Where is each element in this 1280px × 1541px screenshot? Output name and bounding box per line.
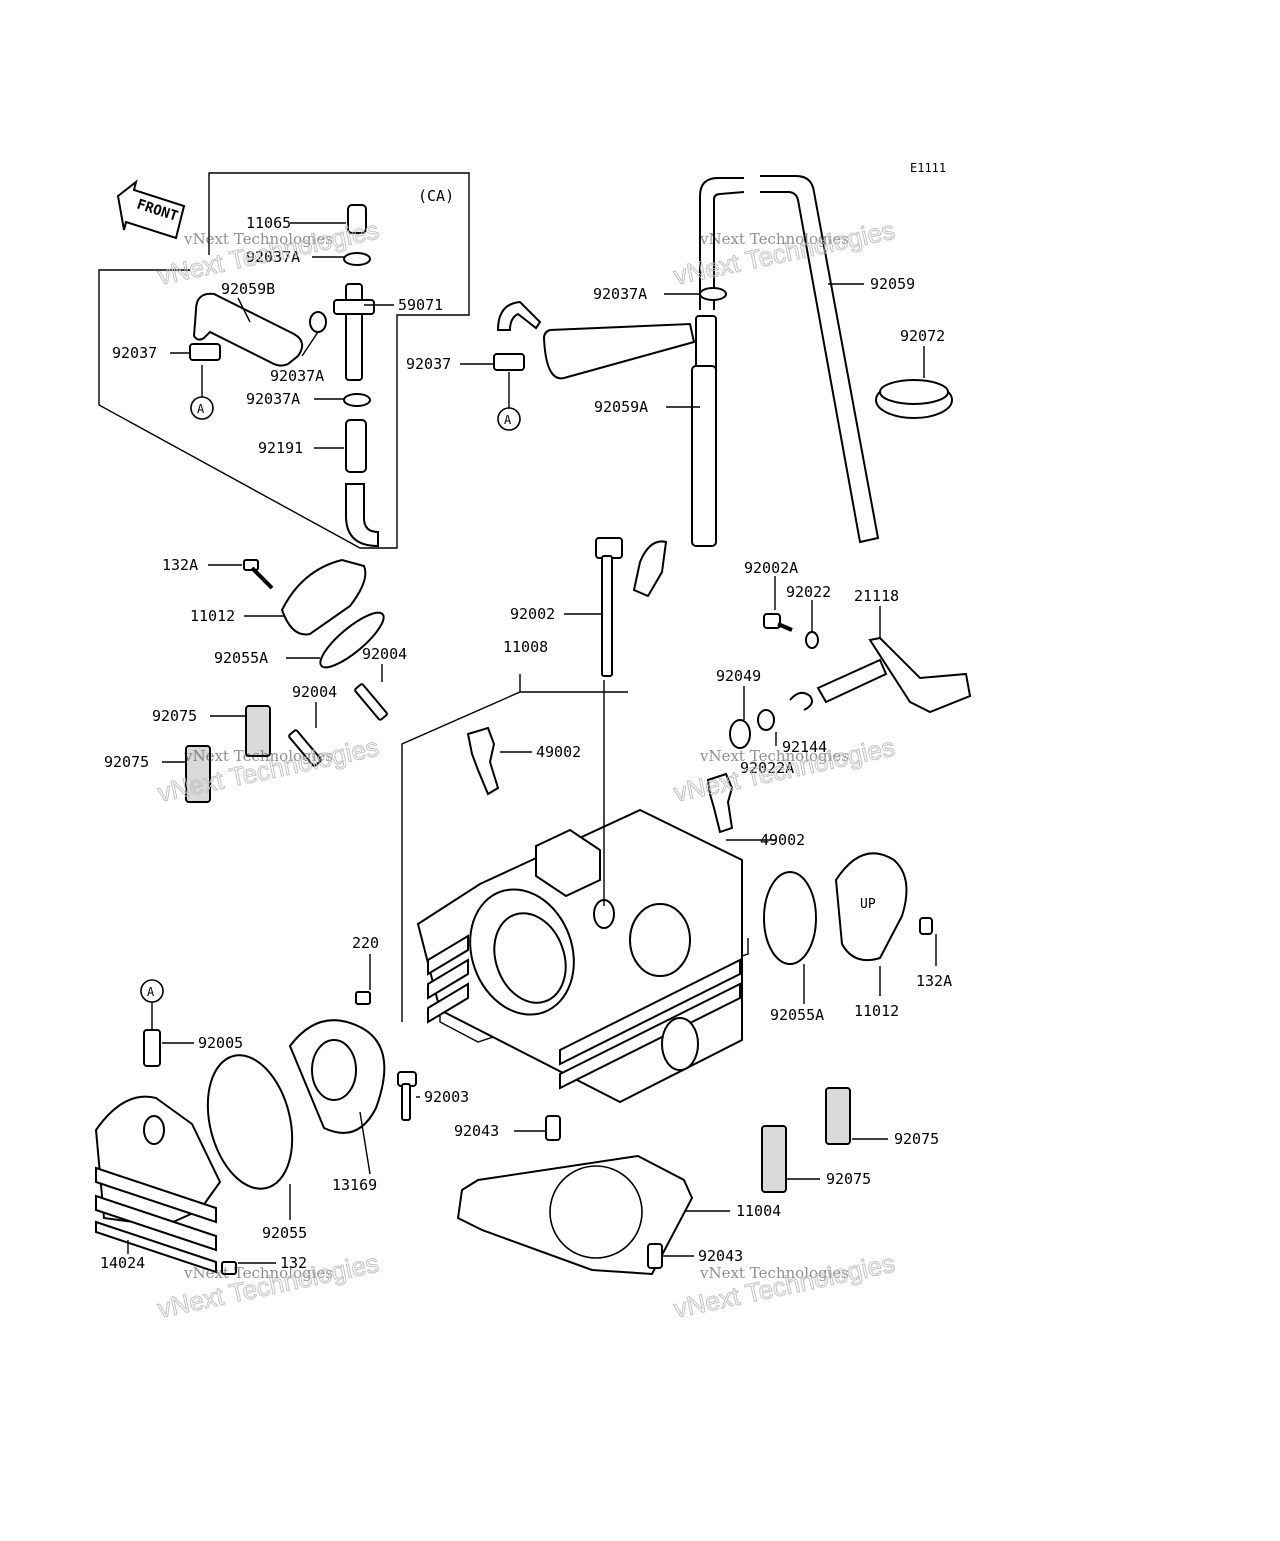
callout-label: 92002A bbox=[744, 559, 798, 577]
watermark: vNext Technologies bbox=[699, 1264, 849, 1282]
callout-label: 92005 bbox=[198, 1034, 243, 1052]
cylinder-head bbox=[401, 674, 749, 1104]
callout-label: 49002 bbox=[760, 831, 805, 849]
ca-parts bbox=[189, 204, 379, 548]
callout-label: 92043 bbox=[454, 1122, 499, 1140]
callout-label: 92037 bbox=[112, 344, 157, 362]
callout-label: 11012 bbox=[854, 1002, 899, 1020]
callout-label: 92004 bbox=[362, 645, 407, 663]
diagram-code: E1111 bbox=[910, 161, 946, 175]
callout-label: 92055 bbox=[262, 1224, 307, 1242]
callout-label: 92059 bbox=[870, 275, 915, 293]
callout-label: 92022 bbox=[786, 583, 831, 601]
callout-label: 92004 bbox=[292, 683, 337, 701]
right-cover-parts: UP bbox=[763, 852, 933, 965]
connector-a: A bbox=[197, 402, 205, 416]
watermark: vNext Technologies bbox=[183, 230, 333, 248]
leader-lines bbox=[127, 222, 937, 1264]
watermark: vNext Technologies bbox=[699, 747, 849, 765]
callout-label: 92075 bbox=[894, 1130, 939, 1148]
callout-label: 92059A bbox=[594, 398, 648, 416]
right-middle-parts bbox=[466, 537, 972, 834]
breather-hoses bbox=[493, 175, 953, 598]
watermark: vNext Technologies bbox=[699, 230, 849, 248]
callout-label: 13169 bbox=[332, 1176, 377, 1194]
callout-label: 92002 bbox=[510, 605, 555, 623]
callout-label: 92055A bbox=[770, 1006, 824, 1024]
callout-label: 92037A bbox=[270, 367, 324, 385]
callout-label: 49002 bbox=[536, 743, 581, 761]
ca-variant-box: (CA) bbox=[98, 172, 470, 549]
watermark: vNext Technologies bbox=[183, 747, 333, 765]
callout-label: 92003 bbox=[424, 1088, 469, 1106]
watermark: vNext Technologies bbox=[183, 1264, 333, 1282]
callout-label: 92037 bbox=[406, 355, 451, 373]
connector-a: A bbox=[504, 413, 512, 427]
callout-label: 92144 bbox=[782, 738, 827, 756]
callout-label: 11008 bbox=[503, 638, 548, 656]
callout-label: 132A bbox=[162, 556, 198, 574]
callout-label: 92037A bbox=[246, 390, 300, 408]
callout-label: 92191 bbox=[258, 439, 303, 457]
callout-label: 220 bbox=[352, 934, 379, 952]
callout-label: 132 bbox=[280, 1254, 307, 1272]
callout-label: 92043 bbox=[698, 1247, 743, 1265]
callout-label: 92075 bbox=[104, 753, 149, 771]
callout-label: 21118 bbox=[854, 587, 899, 605]
callout-label: 11012 bbox=[190, 607, 235, 625]
callout-label: 92072 bbox=[900, 327, 945, 345]
callout-label: 14024 bbox=[100, 1254, 145, 1272]
callout-label: 11065 bbox=[246, 214, 291, 232]
callout-label: 132A bbox=[916, 972, 952, 990]
front-arrow-icon: FRONT bbox=[116, 179, 186, 240]
connector-a: A bbox=[147, 985, 155, 999]
callout-label: 92075 bbox=[152, 707, 197, 725]
callout-label: 92037A bbox=[593, 285, 647, 303]
callout-label: 59071 bbox=[398, 296, 443, 314]
callout-label: 92037A bbox=[246, 248, 300, 266]
callout-label: 92075 bbox=[826, 1170, 871, 1188]
callout-label: 92055A bbox=[214, 649, 268, 667]
ca-label: (CA) bbox=[418, 187, 454, 205]
callout-label: 92022A bbox=[740, 759, 794, 777]
callout-label: 92049 bbox=[716, 667, 761, 685]
callout-label: 92059B bbox=[221, 280, 275, 298]
callout-labels: 11065 92037A 92059B 59071 92037 92037A 9… bbox=[100, 214, 952, 1272]
left-middle-parts bbox=[185, 558, 388, 803]
callout-label: 11004 bbox=[736, 1202, 781, 1220]
up-mark: UP bbox=[860, 897, 876, 912]
connector-markers: A A A bbox=[147, 402, 512, 999]
